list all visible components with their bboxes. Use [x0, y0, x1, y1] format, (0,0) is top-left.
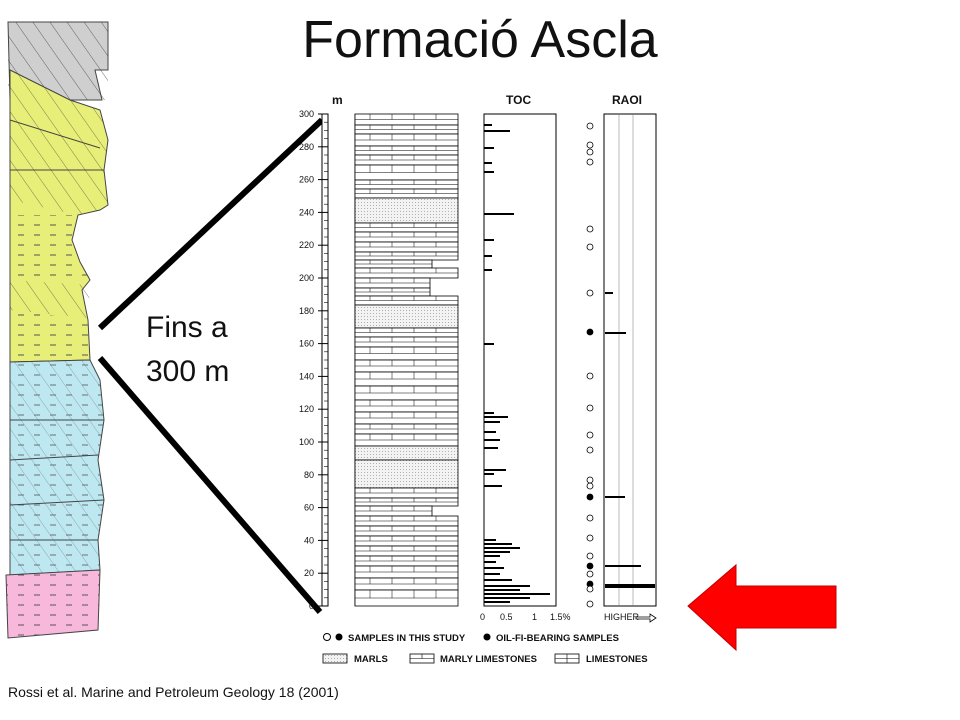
sample-circle: [586, 446, 594, 454]
thickness-annotation: Fins a 300 m: [146, 306, 229, 394]
sample-circle: [586, 404, 594, 412]
legend-marls: MARLS: [354, 654, 388, 665]
legend-samples-study: SAMPLES IN THIS STUDY: [348, 633, 466, 644]
sample-circle: [586, 482, 594, 490]
lithology-log: [354, 113, 459, 607]
connector-bottom: [97, 356, 323, 614]
legend-marly-limestones: MARLY LIMESTONES: [440, 654, 537, 665]
citation: Rossi et al. Marine and Petroleum Geolog…: [8, 684, 339, 700]
sample-circle: [586, 534, 594, 542]
depth-tick-label: 140: [299, 371, 314, 381]
legend-oil-fi: OIL-FI-BEARING SAMPLES: [496, 633, 619, 644]
depth-tick-label: 240: [299, 207, 314, 217]
depth-tick-label: 40: [304, 535, 314, 545]
right-arrow-icon: [635, 613, 657, 623]
sample-circle: [586, 600, 594, 608]
sample-circle: [586, 289, 594, 297]
depth-tick-label: 160: [299, 339, 314, 349]
legend-limestones: LIMESTONES: [586, 654, 648, 665]
sample-circle: [586, 141, 594, 149]
sample-circle: [586, 328, 594, 336]
depth-tick-label: 280: [299, 142, 314, 152]
raoi-panel: RAOI HIGHER: [603, 93, 657, 623]
sample-circle: [586, 514, 594, 522]
depth-tick-label: 100: [299, 437, 314, 447]
depth-tick-label: 220: [299, 240, 314, 250]
raoi-arrow-label: HIGHER: [604, 612, 640, 622]
depth-tick-label: 20: [304, 568, 314, 578]
depth-tick-label: 180: [299, 306, 314, 316]
sample-circle: [586, 585, 594, 593]
sample-circle: [586, 148, 594, 156]
sample-circle: [586, 243, 594, 251]
sample-circle: [586, 372, 594, 380]
toc-tick-3: 1.5%: [550, 612, 571, 622]
sample-circle: [586, 493, 594, 501]
left-arrow-icon: [687, 563, 837, 652]
depth-tick-label: 120: [299, 404, 314, 414]
toc-tick-0: 0: [480, 612, 485, 622]
sample-circle: [586, 570, 594, 578]
raoi-header: RAOI: [612, 93, 642, 107]
connector-top: [97, 117, 325, 331]
depth-tick-label: 80: [304, 470, 314, 480]
toc-header: TOC: [506, 93, 531, 107]
annotation-line-1: Fins a: [146, 311, 228, 344]
annotation-line-2: 300 m: [146, 355, 230, 388]
sample-circle: [586, 225, 594, 233]
toc-tick-2: 1: [532, 612, 537, 622]
depth-tick-label: 0: [309, 601, 314, 611]
strat-column: [5, 21, 109, 639]
depth-tick-label: 260: [299, 175, 314, 185]
toc-tick-1: 0.5: [500, 612, 513, 622]
sample-circle: [586, 552, 594, 560]
sample-circle: [586, 476, 594, 484]
sample-markers: [586, 122, 594, 608]
depth-tick-label: 300: [299, 109, 314, 119]
slide-title: Formació Ascla: [302, 11, 658, 69]
depth-tick-label: 60: [304, 503, 314, 513]
depth-tick-label: 200: [299, 273, 314, 283]
sample-circle: [586, 562, 594, 570]
depth-axis: m 30028026024022020018016014012010080604…: [299, 93, 343, 611]
sample-circle: [586, 431, 594, 439]
legend: SAMPLES IN THIS STUDY OIL-FI-BEARING SAM…: [322, 633, 648, 665]
sample-circle: [586, 122, 594, 130]
toc-panel: TOC 0 0.5 1 1.5%: [480, 93, 571, 622]
sample-circle: [586, 158, 594, 166]
depth-unit: m: [332, 93, 343, 107]
